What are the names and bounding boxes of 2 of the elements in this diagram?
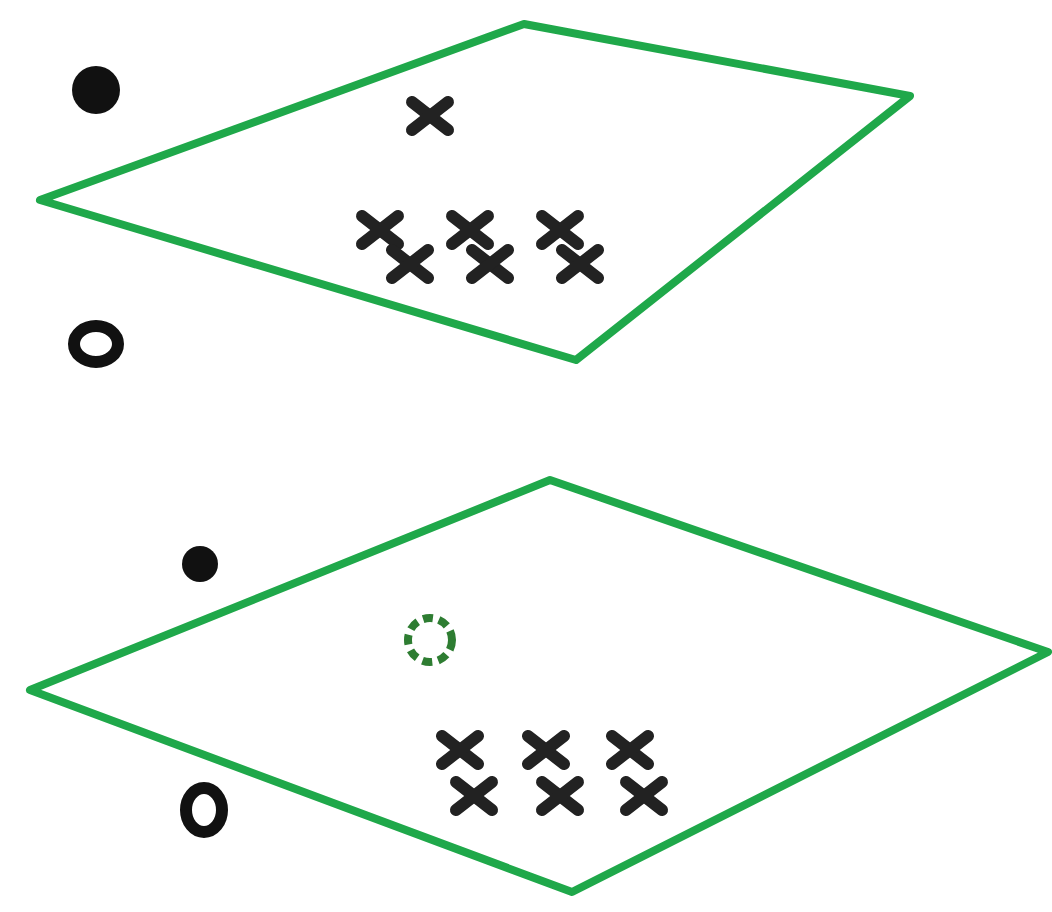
plane-outline (36, 20, 914, 364)
plane-outline (26, 476, 1052, 896)
